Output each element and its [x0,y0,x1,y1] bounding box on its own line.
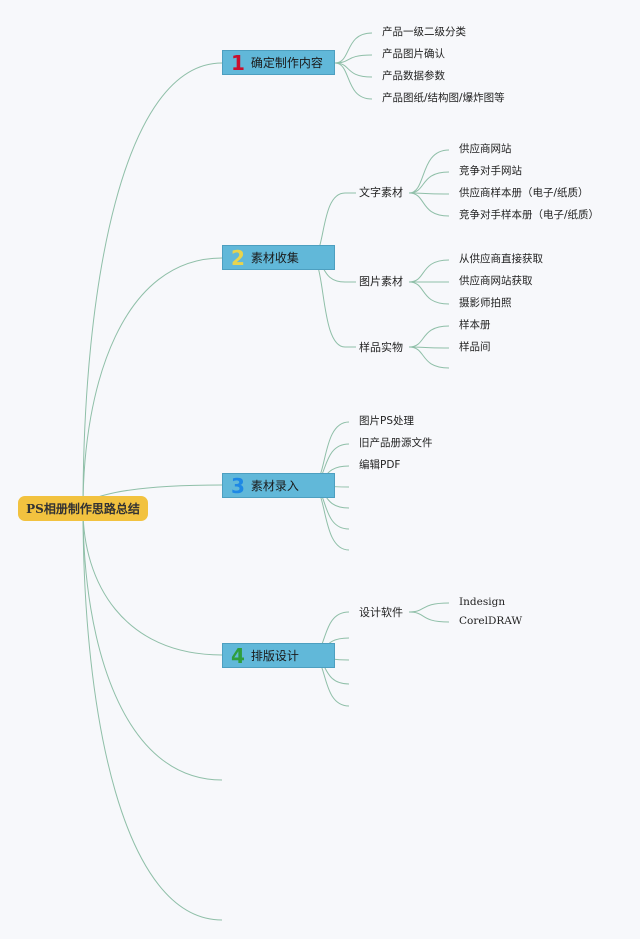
leaf-2-3-2[interactable]: 样品间 [459,341,491,353]
topic-2-number: 2 [231,245,245,270]
root-link-empty-2 [82,508,223,921]
root-link-topic-4 [82,508,223,656]
leaf-3-3[interactable]: 编辑PDF [359,459,401,471]
topic-1-label: 确定制作内容 [250,56,323,70]
software-leaf-link-1 [408,602,450,613]
text-leaf-link-1 [408,149,450,194]
topic1-leaf-link-4 [334,62,373,100]
sample-leaf-link-1 [408,325,450,348]
subtopic-image-materials[interactable]: 图片素材 [359,275,403,288]
topic1-leaf-link-1 [334,32,373,64]
root-link-empty-1 [82,508,223,781]
leaf-2-1-1[interactable]: 供应商网站 [459,143,512,155]
leaf-1-4[interactable]: 产品图纸/结构图/爆炸图等 [382,92,505,104]
image-leaf-link-1 [408,259,450,283]
subtopic-physical-samples[interactable]: 样品实物 [359,341,403,354]
leaf-4-1-2[interactable]: CorelDRAW [459,615,523,627]
subtopic-design-software[interactable]: 设计软件 [359,606,403,619]
root-link-topic-2 [82,257,223,510]
leaf-2-3-1[interactable]: 样本册 [459,319,491,331]
topic-1-number: 1 [231,50,245,75]
topic-4-number: 4 [231,643,245,668]
leaf-1-1[interactable]: 产品一级二级分类 [382,26,466,38]
topic-4-node[interactable]: 4 排版设计 [222,643,335,668]
topic2-sub-link-3 [310,257,346,348]
leaf-2-2-1[interactable]: 从供应商直接获取 [459,253,543,265]
software-leaf-link-2 [408,611,450,623]
topic-3-label: 素材录入 [250,479,299,493]
leaf-3-2[interactable]: 旧产品册源文件 [359,437,433,449]
topic-2-label: 素材收集 [250,251,299,265]
leaf-2-2-2[interactable]: 供应商网站获取 [459,275,533,287]
topic-4-label: 排版设计 [250,649,299,663]
subtopic-text-materials[interactable]: 文字素材 [359,186,403,199]
topic-3-number: 3 [231,473,245,498]
root-node[interactable]: PS相册制作思路总结 [18,496,148,521]
topic-3-node[interactable]: 3 素材录入 [222,473,335,498]
text-leaf-link-4 [408,192,450,217]
topic-2-node[interactable]: 2 素材收集 [222,245,335,270]
image-leaf-link-3 [408,281,450,305]
leaf-2-1-3[interactable]: 供应商样本册（电子/纸质） [459,187,589,199]
topic-1-node[interactable]: 1 确定制作内容 [222,50,335,75]
leaf-1-2[interactable]: 产品图片确认 [382,48,445,60]
leaf-2-1-4[interactable]: 竞争对手样本册（电子/纸质） [459,209,600,221]
leaf-1-3[interactable]: 产品数据参数 [382,70,445,82]
text-leaf-link-2 [408,171,450,194]
root-link-topic-1 [82,62,223,510]
leaf-4-1-1[interactable]: Indesign [459,596,506,608]
leaf-2-2-3[interactable]: 摄影师拍照 [459,297,512,309]
sample-leaf-link-3 [408,346,450,369]
leaf-3-1[interactable]: 图片PS处理 [359,415,414,427]
leaf-2-1-2[interactable]: 竞争对手网站 [459,165,522,177]
